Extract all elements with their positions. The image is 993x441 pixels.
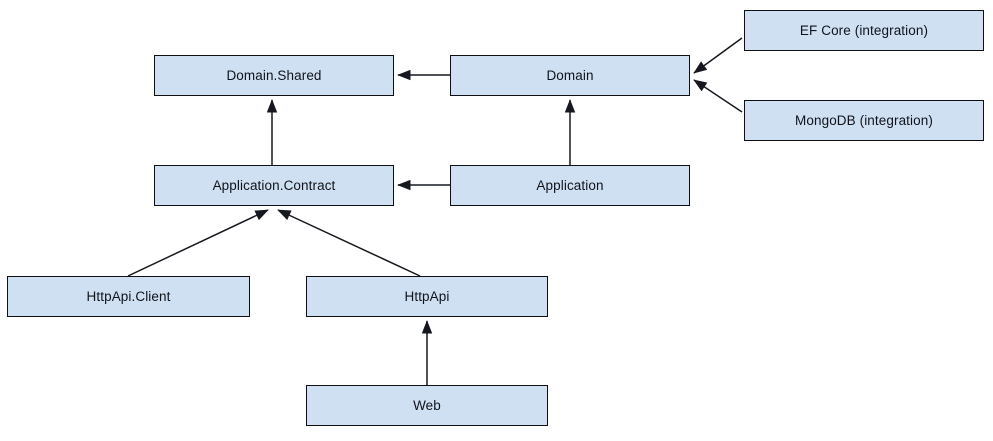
node-label-web: Web: [413, 397, 441, 413]
node-label-httpapi-client: HttpApi.Client: [86, 288, 171, 304]
arrow-httpapi-to-application-contract: [277, 209, 421, 277]
node-label-application: Application: [536, 177, 604, 193]
node-domain[interactable]: Domain: [450, 55, 690, 96]
node-mongodb[interactable]: MongoDB (integration): [744, 100, 984, 141]
node-httpapi[interactable]: HttpApi: [306, 276, 548, 317]
node-application-contract[interactable]: Application.Contract: [154, 165, 394, 206]
node-label-ef-core: EF Core (integration): [799, 22, 929, 38]
node-label-domain-shared: Domain.Shared: [226, 67, 322, 83]
node-httpapi-client[interactable]: HttpApi.Client: [7, 276, 250, 317]
node-ef-core[interactable]: EF Core (integration): [744, 10, 984, 51]
node-label-mongodb: MongoDB (integration): [795, 112, 933, 128]
arrow-httpapi-client-to-application-contract: [127, 209, 269, 277]
node-label-httpapi: HttpApi: [404, 288, 450, 304]
node-domain-shared[interactable]: Domain.Shared: [154, 55, 394, 96]
arrow-mongodb-to-domain: [693, 79, 743, 113]
node-application[interactable]: Application: [450, 165, 690, 206]
arrow-ef-core-to-domain: [693, 37, 743, 74]
node-web[interactable]: Web: [306, 385, 548, 426]
node-label-application-contract: Application.Contract: [212, 177, 336, 193]
node-label-domain: Domain: [546, 67, 594, 83]
